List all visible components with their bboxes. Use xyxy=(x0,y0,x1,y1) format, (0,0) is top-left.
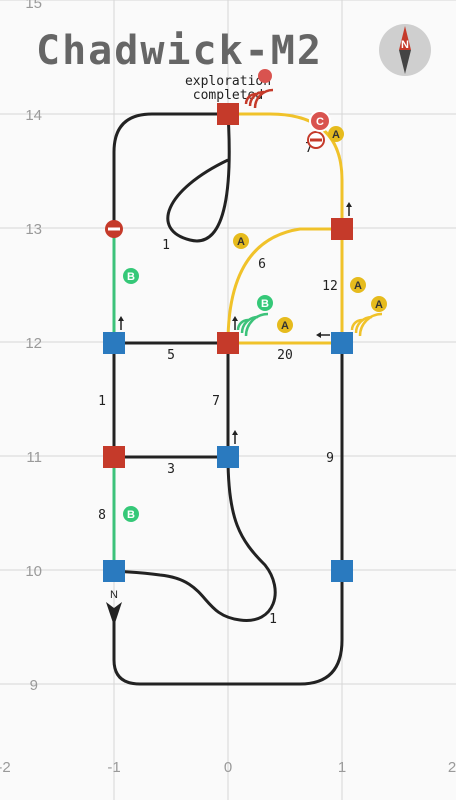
node-blue[interactable] xyxy=(103,560,125,582)
edge-label: 9 xyxy=(326,451,334,466)
y-tick-13: 13 xyxy=(25,221,42,238)
node-blue[interactable] xyxy=(103,332,125,354)
y-tick-11: 11 xyxy=(26,449,42,466)
svg-text:B: B xyxy=(127,271,135,283)
edge-1-bottom xyxy=(113,456,277,622)
badge-b: B xyxy=(257,295,273,311)
badge-a: A xyxy=(371,296,387,312)
status-line-2: completed xyxy=(193,88,263,103)
edge-label: 3 xyxy=(167,462,175,477)
edge-label: 6 xyxy=(258,257,266,272)
edge-label: 20 xyxy=(277,348,293,363)
y-axis-labels: 15 14 13 12 11 10 9 xyxy=(25,0,42,694)
x-axis-labels: -2 -1 0 1 2 xyxy=(0,759,456,776)
start-marker-letter: N xyxy=(110,589,118,601)
badge-a: A xyxy=(350,277,366,293)
badge-c: C xyxy=(309,110,331,132)
arrow-up-icon xyxy=(346,202,352,216)
edge-label: 7 xyxy=(305,141,313,156)
node-blue[interactable] xyxy=(217,446,239,468)
y-tick-14: 14 xyxy=(25,107,42,124)
direction-arrows xyxy=(118,202,352,444)
badge-a: A xyxy=(277,317,293,333)
svg-text:C: C xyxy=(316,116,324,128)
status-line-1: exploration xyxy=(185,74,271,89)
start-marker-icon: N xyxy=(106,589,122,626)
node-red[interactable] xyxy=(331,218,353,240)
edge-6 xyxy=(226,227,342,344)
edge-teardrop-loop xyxy=(166,113,231,243)
signal-icons xyxy=(236,88,383,337)
black-edges xyxy=(112,112,344,686)
x-tick-1: 1 xyxy=(338,759,346,776)
nodes[interactable] xyxy=(103,103,353,582)
no-entry-icon xyxy=(105,220,123,238)
edge-label: 7 xyxy=(212,394,220,409)
x-tick-2: 2 xyxy=(448,759,456,776)
y-tick-10: 10 xyxy=(25,563,42,580)
y-tick-15: 15 xyxy=(25,0,42,12)
node-red[interactable] xyxy=(103,446,125,468)
signal-yellow-icon xyxy=(350,312,383,337)
x-tick-0: 0 xyxy=(224,759,232,776)
edge-label: 1 xyxy=(98,394,106,409)
arrow-up-icon xyxy=(232,430,238,444)
edge-7-bottom xyxy=(112,571,344,686)
badge-b: B xyxy=(123,268,139,284)
edge-top-left-loop xyxy=(112,112,228,229)
edge-label: 12 xyxy=(322,279,338,294)
badge-a: A xyxy=(233,233,249,249)
signal-green-icon xyxy=(236,312,269,337)
x-tick-m2: -2 xyxy=(0,759,11,776)
edge-label: 8 xyxy=(98,508,106,523)
badge-b: B xyxy=(123,506,139,522)
svg-text:A: A xyxy=(354,280,362,292)
edge-label: 1 xyxy=(162,238,170,253)
node-blue[interactable] xyxy=(331,560,353,582)
edge-yellow-top xyxy=(228,112,344,229)
svg-text:A: A xyxy=(375,299,383,311)
svg-text:A: A xyxy=(237,236,245,248)
edge-labels: 1 6 12 5 20 1 7 3 9 8 1 7 xyxy=(98,141,338,627)
compass-letter: N xyxy=(401,39,409,51)
arrow-up-icon xyxy=(232,316,238,330)
svg-text:B: B xyxy=(127,509,135,521)
svg-text:A: A xyxy=(332,129,340,141)
y-tick-12: 12 xyxy=(25,335,42,352)
node-blue[interactable] xyxy=(331,332,353,354)
arrow-up-icon xyxy=(118,316,124,330)
edge-label: 5 xyxy=(167,348,175,363)
map-title: Chadwick-M2 xyxy=(36,28,323,74)
badge-red-small xyxy=(258,69,272,83)
node-red[interactable] xyxy=(217,332,239,354)
svg-text:B: B xyxy=(261,298,269,310)
no-entry-icon xyxy=(307,131,325,149)
compass-icon[interactable]: N xyxy=(379,24,431,76)
y-tick-9: 9 xyxy=(30,677,38,694)
arrow-left-icon xyxy=(316,332,330,338)
svg-text:A: A xyxy=(281,320,289,332)
signal-red-icon xyxy=(244,88,274,109)
badge-a: A xyxy=(328,126,344,142)
x-tick-m1: -1 xyxy=(107,759,120,776)
node-red[interactable] xyxy=(217,103,239,125)
edge-label: 1 xyxy=(269,612,277,627)
